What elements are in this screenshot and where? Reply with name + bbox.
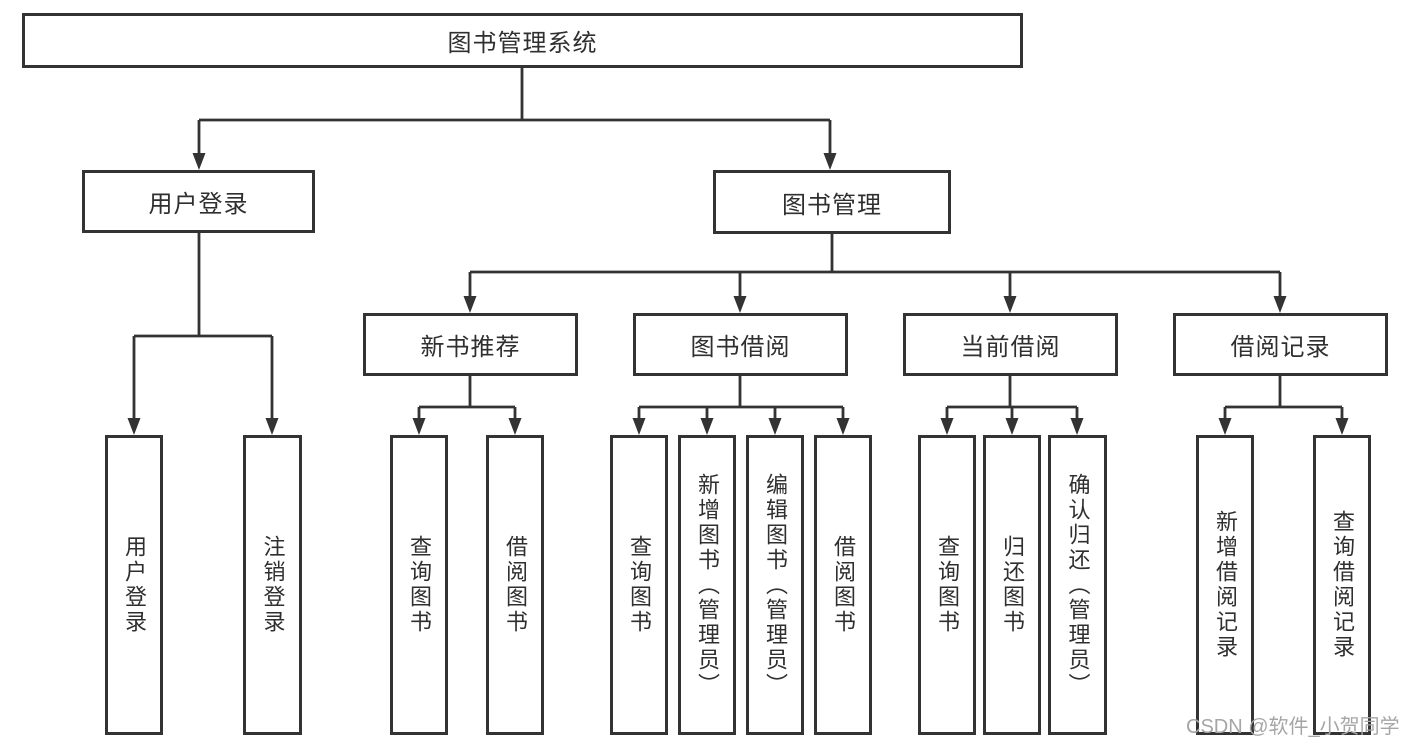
- leaf-confirm-return-admin: 确认归还（管理员）: [1048, 435, 1107, 735]
- node-label: 用户登录: [148, 191, 249, 218]
- connector-book-borrow-split: [632, 376, 850, 435]
- arrowhead-icon: [836, 418, 850, 435]
- node-label: 新增图书（管理员）: [695, 472, 720, 698]
- node-label: 图书管理: [782, 191, 882, 219]
- connector-new-book-split: [412, 376, 522, 435]
- arrowhead-icon: [1070, 418, 1084, 435]
- node-book-borrowing: 图书借阅: [633, 313, 848, 376]
- leaf-return-book: 归还图书: [983, 435, 1041, 735]
- node-label: 查询图书: [407, 535, 432, 635]
- leaf-user-login: 用户登录: [105, 435, 163, 735]
- leaf-borrow-books-recommend: 借阅图书: [486, 435, 544, 735]
- node-borrowing-records: 借阅记录: [1173, 313, 1388, 376]
- node-library-management-system: 图书管理系统: [22, 13, 1023, 68]
- node-label: 查询借阅记录: [1330, 510, 1355, 660]
- node-label: 借阅图书: [503, 535, 528, 635]
- arrowhead-icon: [733, 296, 747, 313]
- leaf-query-borrow-record: 查询借阅记录: [1313, 435, 1371, 735]
- node-label: 借阅记录: [1230, 334, 1331, 361]
- node-label: 借阅图书: [831, 535, 856, 635]
- arrowhead-icon: [192, 153, 206, 170]
- node-label: 查询图书: [935, 535, 960, 635]
- leaf-logout: 注销登录: [243, 435, 302, 735]
- arrowhead-icon: [508, 418, 522, 435]
- arrowhead-icon: [463, 296, 477, 313]
- node-label: 新书推荐: [420, 334, 521, 361]
- node-book-management: 图书管理: [713, 170, 951, 234]
- node-label: 用户登录: [122, 535, 147, 635]
- node-label: 当前借阅: [960, 334, 1061, 361]
- leaf-query-books-borrowing: 查询图书: [610, 435, 668, 735]
- arrowhead-icon: [1005, 418, 1019, 435]
- leaf-add-book-admin: 新增图书（管理员）: [678, 435, 736, 735]
- connector-book-management-split: [463, 234, 1287, 313]
- arrowhead-icon: [700, 418, 714, 435]
- arrowhead-icon: [940, 418, 954, 435]
- leaf-borrow-books-borrowing: 借阅图书: [814, 435, 872, 735]
- leaf-add-borrow-record: 新增借阅记录: [1196, 435, 1254, 735]
- connector-records-split: [1218, 376, 1349, 435]
- node-user-login: 用户登录: [82, 170, 315, 233]
- connector-root-split: [192, 68, 837, 170]
- node-label: 新增借阅记录: [1213, 510, 1238, 660]
- arrowhead-icon: [1218, 418, 1232, 435]
- arrowhead-icon: [1335, 418, 1349, 435]
- arrowhead-icon: [127, 418, 141, 435]
- arrowhead-icon: [632, 418, 646, 435]
- node-current-borrowing: 当前借阅: [903, 313, 1118, 376]
- node-label: 查询图书: [627, 535, 652, 635]
- node-label: 注销登录: [260, 535, 286, 635]
- leaf-query-books-recommend: 查询图书: [390, 435, 448, 735]
- arrowhead-icon: [1273, 296, 1287, 313]
- arrowhead-icon: [265, 418, 279, 435]
- node-new-book-recommend: 新书推荐: [363, 313, 578, 376]
- arrowhead-icon: [768, 418, 782, 435]
- leaf-query-books-current: 查询图书: [918, 435, 976, 735]
- node-label: 图书管理系统: [447, 30, 598, 57]
- connector-current-borrow-split: [940, 376, 1084, 435]
- connector-user-login-split: [127, 233, 279, 435]
- leaf-edit-book-admin: 编辑图书（管理员）: [746, 435, 804, 735]
- arrowhead-icon: [412, 418, 426, 435]
- arrowhead-icon: [823, 153, 837, 170]
- csdn-watermark: CSDN @软件_小贺同学: [1186, 716, 1400, 738]
- node-label: 归还图书: [1000, 535, 1025, 635]
- arrowhead-icon: [1003, 296, 1017, 313]
- node-label: 图书借阅: [690, 334, 791, 361]
- node-label: 确认归还（管理员）: [1065, 472, 1091, 698]
- node-label: 编辑图书（管理员）: [763, 472, 788, 698]
